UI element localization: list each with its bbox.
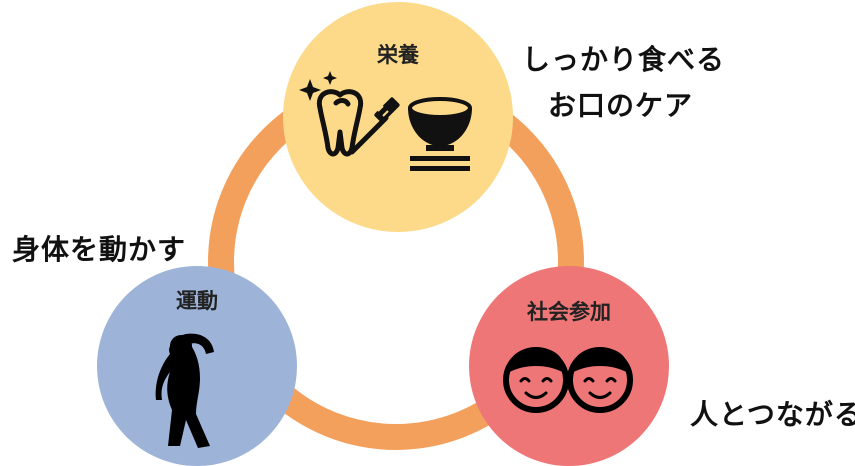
exercise-node: 運動 xyxy=(97,266,297,466)
nutrition-circle xyxy=(283,2,513,232)
exercise-caption: 身体を動かす xyxy=(12,233,187,266)
tooth-icon xyxy=(316,89,364,157)
nutrition-caption-line2: お口のケア xyxy=(548,89,694,122)
right-face xyxy=(567,347,633,413)
social-caption: 人とつながる xyxy=(690,398,855,431)
stretching-person-icon xyxy=(155,333,214,448)
sparkle-icon xyxy=(299,71,337,101)
nutrition-label: 栄養 xyxy=(376,43,420,67)
social-node: 社会参加 xyxy=(469,266,669,466)
exercise-label: 運動 xyxy=(176,289,218,313)
left-face xyxy=(503,347,569,413)
social-label: 社会参加 xyxy=(526,300,611,324)
rice-bowl-icon xyxy=(408,97,472,171)
nutrition-caption-line1: しっかり食べる xyxy=(522,43,726,76)
nutrition-node: 栄養 xyxy=(283,2,513,232)
social-circle xyxy=(469,266,669,466)
smiling-faces-icon xyxy=(503,347,633,413)
toothbrush-icon xyxy=(349,97,400,155)
